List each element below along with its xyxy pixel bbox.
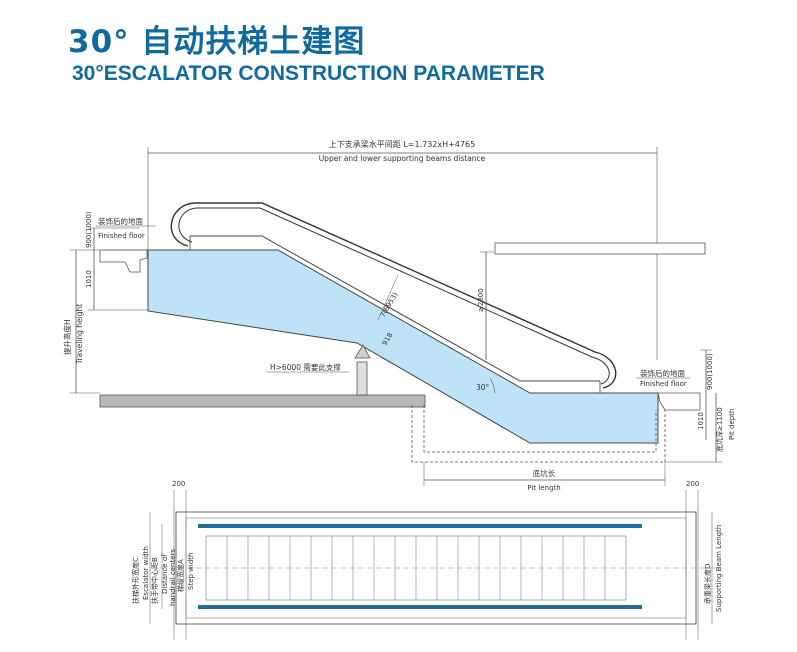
- pit-depth-cn: 底坑深≥1100: [715, 407, 724, 452]
- pit-length-en: Pit length: [527, 484, 560, 492]
- pit-depth-en: Pit depth: [728, 409, 736, 440]
- travel-height-cn: 提升高度H: [62, 319, 72, 355]
- side-view: 上下支承梁水平间距 L=1.732xH+4765 Upper and lower…: [62, 139, 736, 492]
- upper-floor-slab: [99, 249, 148, 273]
- dim-200-right: 200: [686, 480, 699, 488]
- plan-view: 200 200 扶梯外形宽度C Escalator width 扶手带中心距B …: [131, 480, 723, 640]
- dim-1010-right: 1010: [697, 412, 705, 430]
- dim-900-1000-right: 900(1000): [706, 353, 714, 390]
- handrail-distance-en-1: Distance of: [161, 554, 169, 594]
- pit-length-cn: 底坑长: [533, 468, 556, 478]
- support-post: [356, 361, 368, 396]
- handrail-inner: [178, 207, 610, 385]
- step-width-en: Step width: [187, 553, 195, 590]
- page-title-cn: 30° 自动扶梯土建图: [68, 24, 366, 60]
- dim-2300: ≥2300: [477, 288, 485, 312]
- step-line: [190, 235, 600, 382]
- handrail-distance-cn: 扶手带中心距B: [150, 557, 159, 604]
- horizontal-distance-cn: 上下支承梁水平间距 L=1.732xH+4765: [329, 139, 475, 149]
- escalator-width-cn: 扶梯外形宽度C: [131, 557, 140, 604]
- travel-height-en: Traveling height: [75, 304, 84, 365]
- escalator-width-en: Escalator width: [142, 546, 150, 600]
- handrail-outer: [170, 202, 617, 389]
- pit-outline: [411, 405, 666, 463]
- angle-label: 30°: [476, 383, 490, 392]
- finished-floor-cn-left: 装饰后的地面: [98, 216, 143, 226]
- lower-right-floor: [657, 392, 701, 411]
- lower-floor-slab: [99, 394, 426, 408]
- finished-floor-en-left: Finished floor: [98, 232, 145, 240]
- handrail-top: [198, 524, 642, 528]
- handrail-bottom: [198, 605, 642, 609]
- beam-length-cn: 承重梁长度D: [703, 564, 712, 604]
- finished-floor-cn-right: 装饰后的地面: [640, 368, 685, 378]
- handrail-distance-en-2: handrail centers: [169, 549, 177, 606]
- page-title-en: 30°ESCALATOR CONSTRUCTION PARAMETER: [72, 62, 545, 85]
- upper-right-floor: [494, 242, 706, 255]
- horizontal-distance-en: Upper and lower supporting beams distanc…: [319, 154, 486, 163]
- dim-900-1000-left: 900(1000): [85, 211, 93, 248]
- dim-200-left: 200: [172, 480, 185, 488]
- escalator-truss: [147, 249, 659, 444]
- dim-1010-left: 1010: [85, 270, 93, 288]
- support-note: H>6000 需要此支撑: [270, 362, 341, 372]
- finished-floor-en-right: Finished floor: [640, 380, 687, 388]
- step-width-cn: 梯级宽度A: [176, 559, 185, 592]
- beam-length-en: Supporting Beam Length: [715, 525, 723, 612]
